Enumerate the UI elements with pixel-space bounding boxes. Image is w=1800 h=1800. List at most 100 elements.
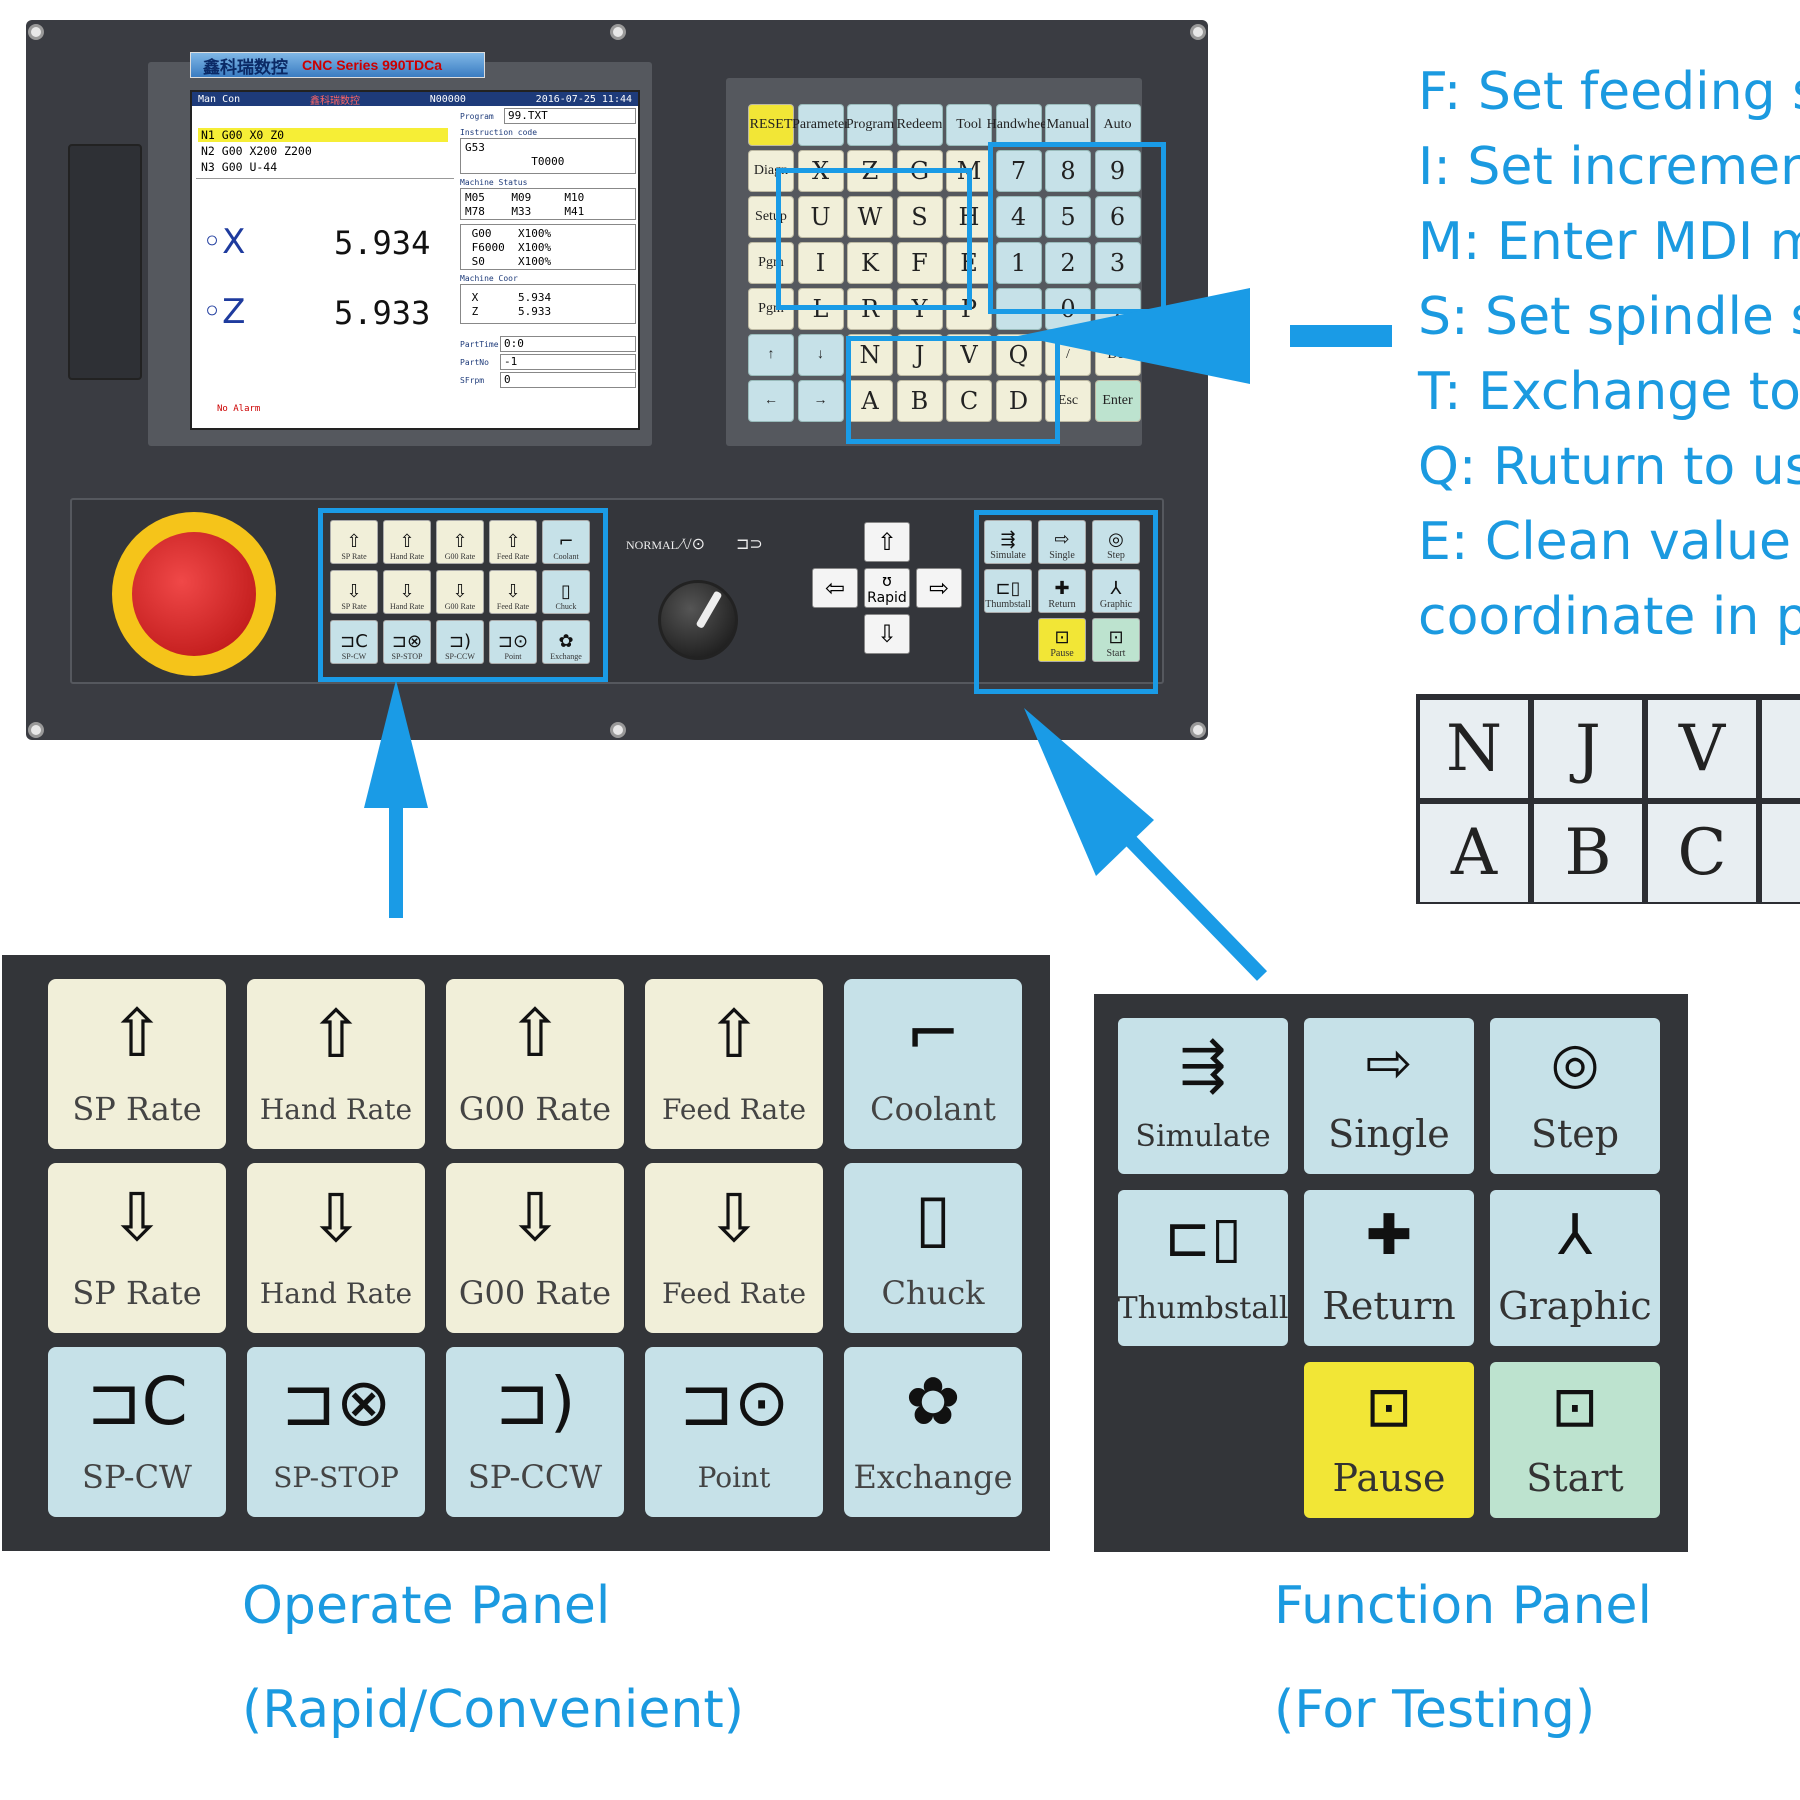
function-key-small[interactable]: ⊡Start (1092, 618, 1140, 662)
function-key-small[interactable]: ⇶Simulate (984, 520, 1032, 564)
operate-key-label: SP Rate (341, 552, 367, 561)
keypad-key[interactable]: K (847, 242, 893, 284)
keypad-key[interactable]: Tool (946, 104, 992, 146)
jog-up-button[interactable]: ⇧ (864, 522, 910, 562)
zoomed-key: B (1534, 804, 1642, 902)
function-key-small[interactable]: ⊡Pause (1038, 618, 1086, 662)
function-key-small[interactable]: ⅄Graphic (1092, 569, 1140, 613)
keypad-key[interactable]: Handwheel (987, 104, 1050, 146)
jog-down-button[interactable]: ⇩ (864, 614, 910, 654)
keypad-key[interactable]: ↑ (748, 334, 794, 376)
function-key-small[interactable]: ◎Step (1092, 520, 1140, 564)
operate-panel-subtitle: (Rapid/Convenient) (242, 1680, 744, 1740)
operate-key-small[interactable]: ⇩Feed Rate (489, 570, 537, 614)
keypad-key[interactable]: W (847, 196, 893, 238)
keypad-key[interactable]: → (797, 380, 844, 422)
keypad-key[interactable]: D (995, 380, 1042, 422)
keypad-key[interactable]: Manual (1045, 104, 1091, 146)
function-key-large-label: Thumbstall (1118, 1290, 1288, 1326)
operate-key-label: SP-STOP (391, 652, 423, 661)
pause-icon: ⊡ (1054, 627, 1070, 648)
keypad-key[interactable]: 5 (1045, 196, 1091, 238)
function-panel-enlarged: ⇶Simulate⇨Single◎Step⊏▯Thumbstall✚Return… (1094, 994, 1688, 1552)
function-key-small[interactable]: ⇨Single (1038, 520, 1086, 564)
operate-key-small[interactable]: ⇩SP Rate (330, 570, 378, 614)
highlight-frame (318, 508, 608, 682)
keypad-key[interactable]: 6 (1094, 196, 1141, 238)
keypad-key[interactable]: C (946, 380, 992, 422)
zoomed-key-partial (1762, 804, 1800, 902)
keypad-key[interactable]: Esc (1045, 380, 1091, 422)
function-key-large: ⅄Graphic (1490, 1190, 1660, 1346)
function-key-large-label: Simulate (1135, 1118, 1271, 1154)
operate-key-small[interactable]: ▯Chuck (542, 570, 590, 614)
keypad-key[interactable]: Setup (748, 196, 794, 238)
keypad-key[interactable]: RESET (748, 104, 794, 146)
keypad-key[interactable]: 3 (1094, 242, 1141, 284)
operate-key-large-label: Point (697, 1461, 771, 1495)
keypad-key[interactable]: A (847, 380, 893, 422)
operate-key-small[interactable]: ⌐Coolant (542, 520, 590, 564)
operate-key-small[interactable]: ⊐⊙Point (489, 620, 537, 664)
coolant-tap-icon: ⌐ (905, 994, 961, 1072)
program-line: N1 G00 X0 Z0 (198, 128, 448, 142)
keypad-key[interactable]: 9 (1094, 150, 1141, 192)
instruction-label: Instruction code (460, 128, 538, 137)
keypad-key[interactable]: Redeem (896, 104, 943, 146)
keypad-key[interactable]: Auto (1094, 104, 1141, 146)
keypad-key[interactable]: 7 (995, 150, 1042, 192)
keypad-key[interactable]: 1 (995, 242, 1042, 284)
arrow-up-icon: ⇧ (399, 531, 415, 552)
operate-key-small[interactable]: ✿Exchange (542, 620, 590, 664)
keypad-key[interactable]: ↓ (797, 334, 844, 376)
keypad-key[interactable]: 2 (1045, 242, 1091, 284)
keypad-key[interactable]: Parameter (792, 104, 849, 146)
function-key-small[interactable]: ✚Return (1038, 569, 1086, 613)
keypad-key[interactable]: ← (748, 380, 794, 422)
wave-icon: ⁄\/⊙ (680, 536, 705, 553)
zoomed-key: N (1420, 700, 1528, 798)
keypad-key[interactable]: Program (846, 104, 894, 146)
usb-door[interactable] (68, 144, 142, 380)
operate-key-small[interactable]: ⇧G00 Rate (436, 520, 484, 564)
keypad-key[interactable]: S (896, 196, 943, 238)
keypad-key[interactable]: U (797, 196, 844, 238)
coolant-tap-icon: ⌐ (558, 531, 574, 552)
jog-left-button[interactable]: ⇦ (812, 568, 858, 608)
axis-x-value: 5.934 (334, 224, 431, 262)
arrow-up-icon: ⇧ (507, 994, 563, 1072)
function-key-label: Graphic (1099, 599, 1133, 610)
override-knob[interactable] (658, 580, 738, 660)
operate-key-label: G00 Rate (444, 602, 476, 611)
keypad-key[interactable]: F (896, 242, 943, 284)
keypad-key[interactable]: B (896, 380, 943, 422)
keypad-key[interactable]: J (896, 334, 943, 376)
operate-key-label: Exchange (550, 652, 582, 661)
operate-key-small[interactable]: ⇩G00 Rate (436, 570, 484, 614)
keypad-key[interactable]: 4 (995, 196, 1042, 238)
jog-right-button[interactable]: ⇨ (916, 568, 962, 608)
operate-key-small[interactable]: ⇧Hand Rate (383, 520, 431, 564)
operate-key-large-label: SP Rate (72, 1273, 202, 1312)
program-label: Program (460, 112, 494, 121)
operate-key-small[interactable]: ⇧Feed Rate (489, 520, 537, 564)
operate-key-large-label: Feed Rate (661, 1277, 807, 1311)
keypad-key[interactable]: Q (995, 334, 1042, 376)
spindle-cw-icon: ⊐C (86, 1362, 188, 1440)
operate-key-small[interactable]: ⊐)SP-CCW (436, 620, 484, 664)
operate-key-small[interactable]: ⊐⊗SP-STOP (383, 620, 431, 664)
emergency-stop-button[interactable] (112, 512, 276, 676)
keypad-key[interactable]: 8 (1045, 150, 1091, 192)
operate-key-small[interactable]: ⇩Hand Rate (383, 570, 431, 614)
function-key-small[interactable]: ⊏▯Thumbstall (984, 569, 1032, 613)
screw (1190, 722, 1206, 738)
keypad-key[interactable]: N (847, 334, 893, 376)
keypad-key[interactable]: V (946, 334, 992, 376)
operate-key-small[interactable]: ⇧SP Rate (330, 520, 378, 564)
keypad-key[interactable]: I (797, 242, 844, 284)
keypad-key[interactable]: Enter (1094, 380, 1141, 422)
alarm-status: No Alarm (217, 404, 261, 414)
